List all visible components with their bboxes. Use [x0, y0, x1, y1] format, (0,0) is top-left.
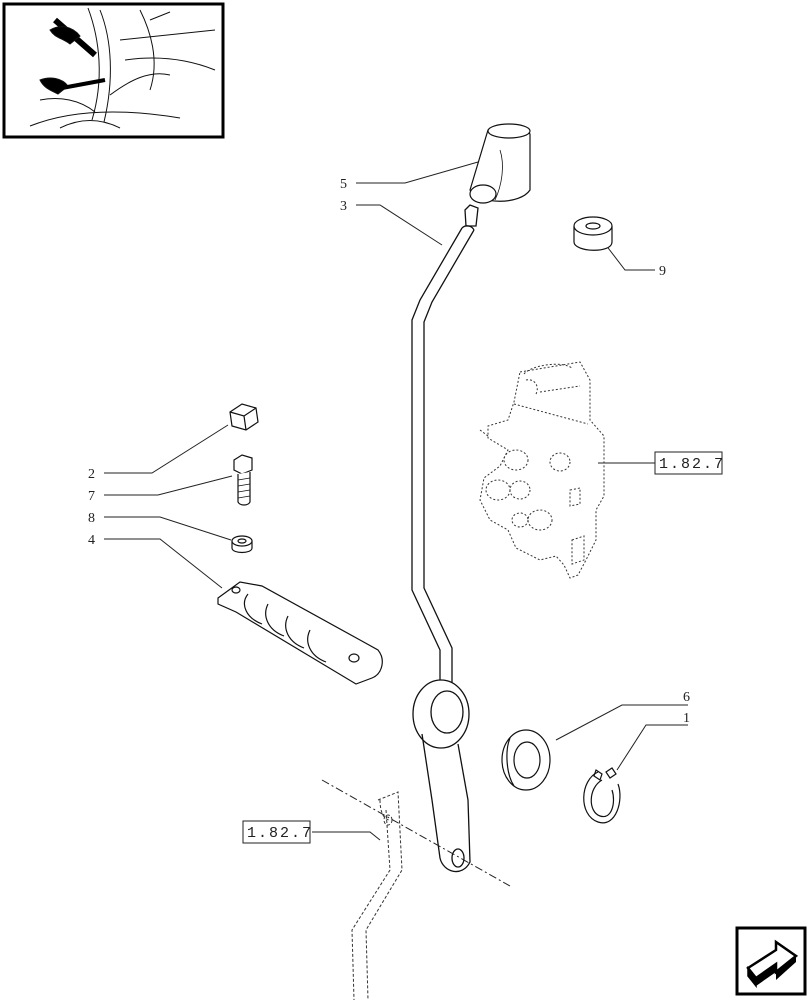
callout-3: 3 [340, 199, 347, 214]
callout-7: 7 [88, 489, 95, 504]
leader-7 [104, 475, 233, 496]
part-7-bolt [233, 454, 253, 506]
callout-2: 2 [88, 467, 95, 482]
part-2-nut [229, 403, 259, 431]
callout-1: 1 [683, 711, 690, 726]
callout-9: 9 [659, 264, 666, 279]
control-valve-outline [479, 361, 605, 579]
leader-4 [104, 538, 223, 589]
leader-6 [555, 704, 688, 741]
leader-8 [104, 516, 232, 541]
leader-2 [104, 424, 229, 474]
axis-centerline [321, 779, 511, 887]
leader-lines [104, 161, 688, 841]
valve-reference-label: 1.82.7 [659, 456, 725, 473]
bracket-outline [351, 791, 403, 1000]
part-8-washer [231, 535, 253, 554]
leader-1 [616, 724, 688, 771]
location-thumbnail [2, 2, 225, 139]
callout-6: 6 [683, 690, 690, 705]
callout-5: 5 [340, 177, 347, 192]
leader-bracket-ref [312, 831, 381, 841]
leader-9 [601, 239, 655, 271]
part-9-spacer [573, 216, 613, 251]
callout-labels: 5 3 9 2 7 8 4 6 1 [88, 177, 690, 726]
part-5-knob [469, 123, 531, 204]
bracket-reference-box[interactable]: 1.82.7 [242, 820, 313, 844]
callout-4: 4 [88, 533, 95, 548]
callout-8: 8 [88, 511, 95, 526]
part-4-pivot-pin [217, 581, 383, 685]
valve-reference-box[interactable]: 1.82.7 [654, 451, 725, 475]
part-1-circlip [583, 767, 621, 824]
tractor-cab-lever-location-icon [29, 7, 216, 129]
next-page-arrow-icon[interactable] [735, 926, 807, 996]
leader-3 [356, 204, 443, 246]
part-6-washer [501, 729, 551, 791]
leader-5 [356, 161, 479, 184]
bracket-reference-label: 1.82.7 [247, 825, 313, 842]
part-3-lever [411, 204, 479, 873]
